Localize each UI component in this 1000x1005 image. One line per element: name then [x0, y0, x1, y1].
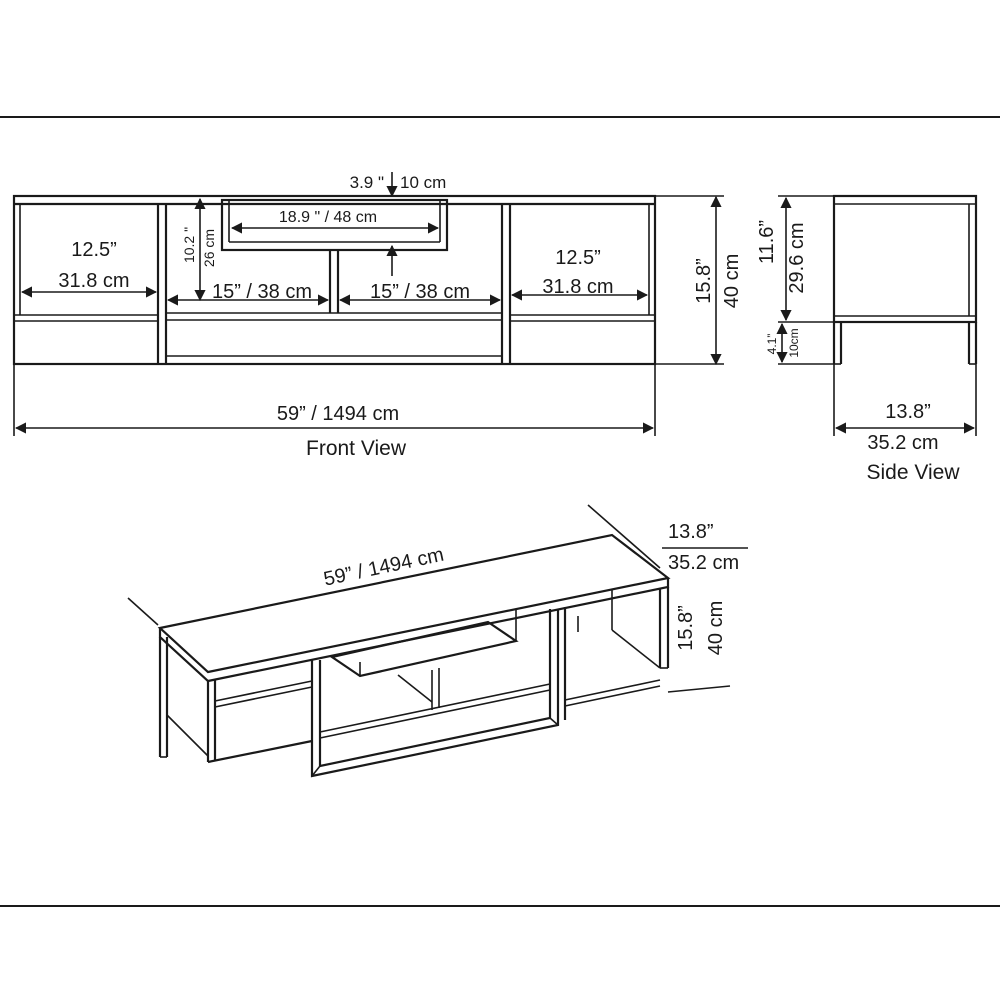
leg-height-inch-label: 4.1”	[765, 334, 779, 355]
right-cell-inch-label: 12.5”	[555, 247, 601, 269]
side-view-drawing	[832, 194, 978, 365]
total-width-label: 59” / 1494 cm	[277, 403, 399, 425]
right-cell-cm-label: 31.8 cm	[542, 276, 613, 298]
side-depth-cm-label: 35.2 cm	[867, 432, 938, 454]
isometric-view-dimensions	[127, 504, 748, 693]
top-gap-cm-label: 10 cm	[400, 173, 446, 192]
front-view-dimensions	[13, 172, 724, 436]
mid-left-cell-label: 15” / 38 cm	[212, 281, 312, 303]
isometric-view-drawing	[157, 533, 671, 778]
leg-height-cm-label: 10cm	[787, 328, 801, 357]
iso-depth-inch-label: 13.8”	[668, 521, 714, 543]
drawer-height-inch-label: 10.2 "	[181, 227, 197, 263]
drawer-height-cm-label: 26 cm	[201, 229, 217, 267]
upper-height-cm-label: 29.6 cm	[786, 222, 808, 293]
drawer-width-label: 18.9 " / 48 cm	[279, 209, 377, 226]
mid-right-cell-label: 15” / 38 cm	[370, 281, 470, 303]
iso-height-cm-label: 40 cm	[705, 601, 727, 655]
left-cell-cm-label: 31.8 cm	[58, 270, 129, 292]
iso-depth-cm-label: 35.2 cm	[668, 552, 739, 574]
front-view-drawing	[12, 194, 657, 366]
top-gap-inch-label: 3.9 "	[350, 173, 384, 192]
left-cell-inch-label: 12.5”	[71, 239, 117, 261]
side-view-dimensions	[776, 195, 977, 436]
side-depth-inch-label: 13.8”	[885, 401, 931, 423]
total-height-cm-label: 40 cm	[721, 254, 743, 308]
side-view-caption: Side View	[866, 461, 960, 484]
total-height-inch-label: 15.8”	[693, 258, 715, 304]
side-view-labels: 11.6” 29.6 cm 4.1” 10cm 13.8” 35.2 cm Si…	[756, 220, 960, 484]
iso-height-inch-label: 15.8”	[675, 605, 697, 651]
upper-height-inch-label: 11.6”	[756, 220, 778, 264]
iso-width-label: 59” / 1494 cm	[322, 544, 446, 591]
front-view-caption: Front View	[306, 437, 407, 460]
front-view-labels: 3.9 " 10 cm 18.9 " / 48 cm 10.2 " 26 cm …	[58, 173, 743, 460]
